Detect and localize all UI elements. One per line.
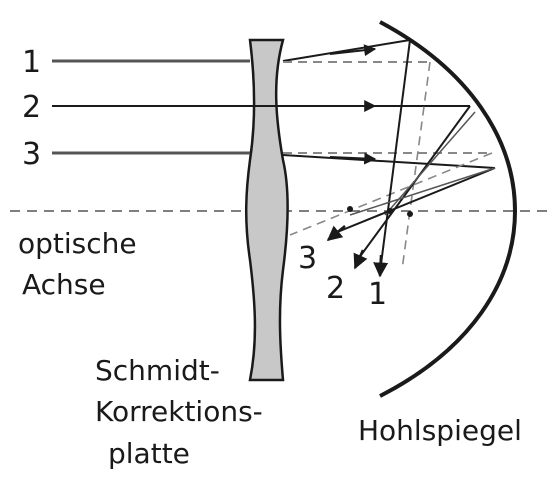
reflected-ray-1 — [379, 39, 411, 273]
plate-label-line3: platte — [108, 437, 190, 470]
dashed-reflected-1 — [401, 61, 431, 271]
arrow-ray-3 — [329, 152, 377, 165]
arrow-ray-1 — [329, 44, 377, 57]
focus-point-inner — [407, 211, 413, 217]
ray-label-1: 1 — [22, 45, 41, 80]
plate-label-line2: Korrektions- — [95, 395, 263, 428]
axis-label-line2: Achse — [22, 268, 106, 301]
reflected-ray-3 — [329, 167, 496, 236]
exit-arrow-3 — [326, 225, 346, 241]
exit-label-2: 2 — [326, 271, 345, 306]
exit-label-3: 3 — [298, 241, 317, 276]
plate-label-line1: Schmidt- — [95, 354, 220, 387]
concave-mirror — [379, 20, 518, 398]
ray-3-after-plate — [282, 154, 496, 169]
exit-arrow-2 — [353, 249, 368, 270]
focus-point-outer — [347, 206, 353, 212]
correction-plate — [244, 38, 289, 382]
exit-arrow-1 — [373, 254, 389, 278]
exit-label-1: 1 — [368, 277, 387, 312]
reflected-ray-2b — [384, 111, 476, 216]
ray-label-3: 3 — [22, 137, 41, 172]
focus-point-center — [387, 208, 393, 214]
reflected-ray-3b — [349, 167, 496, 216]
ray-label-2: 2 — [22, 90, 41, 125]
mirror-label: Hohlspiegel — [358, 414, 522, 447]
ray-1-after-plate — [282, 39, 411, 62]
axis-label-line1: optische — [18, 227, 137, 260]
